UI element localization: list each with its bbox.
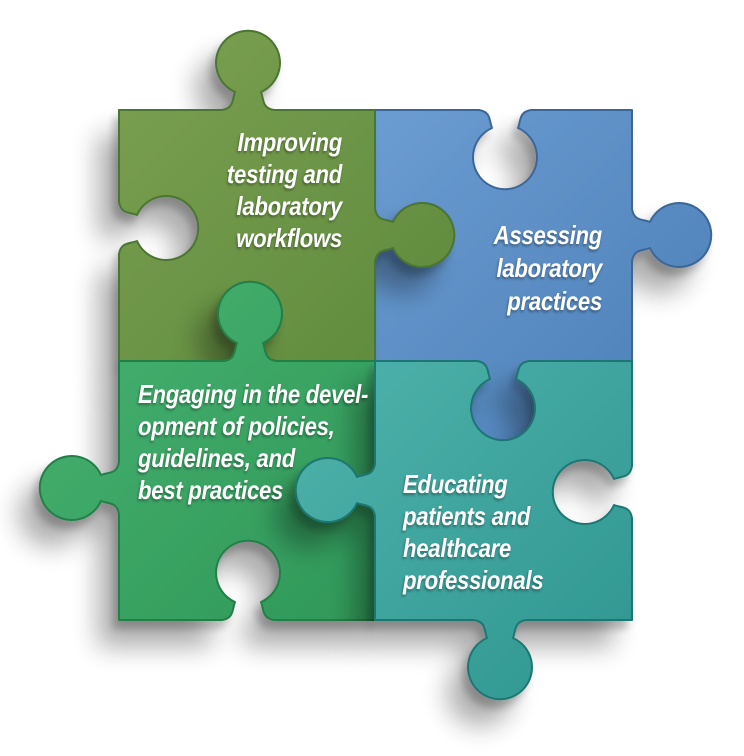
label-bottom-left-piece: Engaging in the devel- opment of policie… bbox=[138, 378, 385, 506]
label-line: laboratory bbox=[236, 191, 342, 221]
label-line: guidelines, and bbox=[138, 443, 296, 473]
label-line: Assessing bbox=[493, 220, 603, 250]
label-line: laboratory bbox=[496, 253, 602, 283]
label-top-right-piece: Assessing laboratory practices bbox=[430, 219, 603, 318]
label-line: best practices bbox=[138, 475, 284, 505]
label-line: patients and bbox=[403, 501, 531, 531]
label-line: practices bbox=[507, 286, 602, 316]
label-line: professionals bbox=[403, 565, 544, 595]
label-top-left-piece: Improving testing and laboratory workflo… bbox=[119, 126, 342, 254]
label-line: Engaging in the devel- bbox=[138, 379, 369, 409]
puzzle-piece-bottom-right bbox=[294, 360, 633, 701]
label-line: healthcare bbox=[403, 533, 512, 563]
label-line: opment of policies, bbox=[138, 411, 335, 441]
label-line: Improving bbox=[237, 127, 342, 157]
label-line: testing and bbox=[226, 159, 342, 189]
label-line: workflows bbox=[236, 223, 342, 253]
label-line: Educating bbox=[403, 469, 508, 499]
label-bottom-right-piece: Educating patients and healthcare profes… bbox=[403, 468, 599, 596]
